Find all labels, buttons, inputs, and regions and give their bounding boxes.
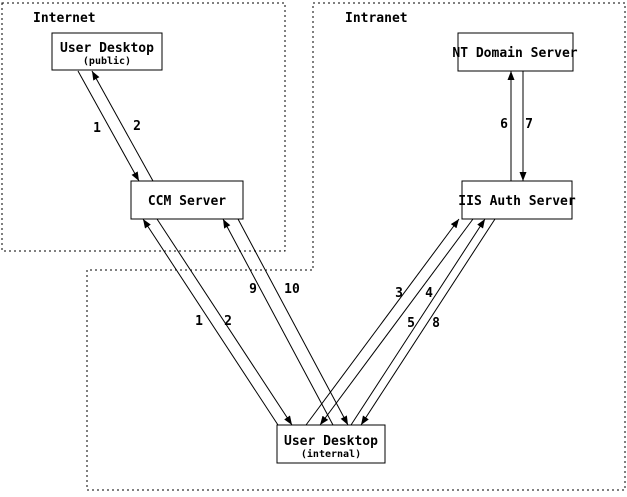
flow-label-2-top: 2: [133, 119, 141, 134]
iis-auth-server-title: IIS Auth Server: [458, 194, 576, 209]
iis-auth-server-box: [461, 180, 573, 220]
ccm-server-title: CCM Server: [148, 194, 226, 209]
intranet-zone-border: [86, 2, 626, 491]
flow-line-8-iis-to-internal: [360, 218, 496, 426]
flow-line-5-internal-to-iis: [350, 218, 486, 426]
flow-line-10-ccm-to-internal: [237, 218, 349, 426]
node-iis-auth-server: IIS Auth Server: [458, 180, 576, 220]
flow-line-1-public-to-ccm: [77, 70, 140, 182]
flow-label-10: 10: [284, 282, 300, 297]
user-desktop-internal-title: User Desktop: [284, 434, 378, 449]
flow-label-3: 3: [395, 286, 403, 301]
nt-domain-server-box: [457, 32, 574, 72]
node-user-desktop-internal: User Desktop (internal): [276, 424, 386, 464]
nt-domain-server-title: NT Domain Server: [452, 46, 577, 61]
flow-label-9: 9: [249, 282, 257, 297]
user-desktop-internal-subtitle: (internal): [301, 448, 361, 460]
flow-line-2-ccm-to-public: [91, 70, 154, 182]
ccm-server-box: [130, 180, 244, 220]
flow-line-9-internal-to-ccm: [222, 218, 334, 426]
flow-lines: [77, 70, 527, 426]
flow-label-7: 7: [525, 117, 533, 132]
user-desktop-public-title: User Desktop: [60, 41, 154, 56]
node-user-desktop-public: User Desktop (public): [51, 32, 163, 71]
flow-line-1-internal-to-ccm: [142, 218, 279, 426]
flow-line-2-ccm-to-internal: [156, 218, 293, 426]
internet-zone-border: [1, 2, 286, 252]
flow-label-5: 5: [407, 316, 415, 331]
user-desktop-internal-box: [276, 424, 386, 464]
flow-line-3-internal-to-iis: [305, 218, 460, 426]
user-desktop-public-subtitle: (public): [83, 55, 131, 67]
user-desktop-public-box: [51, 32, 163, 71]
intranet-zone-label: Intranet: [345, 11, 408, 26]
flow-label-6: 6: [500, 117, 508, 132]
flow-label-1-bottom: 1: [195, 314, 203, 329]
flow-labels: 1 2 1 2 9 10 3 4 5 8 6 7: [93, 117, 533, 331]
internet-zone-label: Internet: [33, 11, 96, 26]
node-nt-domain-server: NT Domain Server: [452, 32, 578, 72]
flow-line-4-iis-to-internal: [319, 218, 474, 426]
flow-label-4: 4: [425, 286, 433, 301]
flow-label-2-bottom: 2: [224, 314, 232, 329]
node-ccm-server: CCM Server: [130, 180, 244, 220]
flow-label-1-top: 1: [93, 121, 101, 136]
flow-label-8: 8: [432, 316, 440, 331]
